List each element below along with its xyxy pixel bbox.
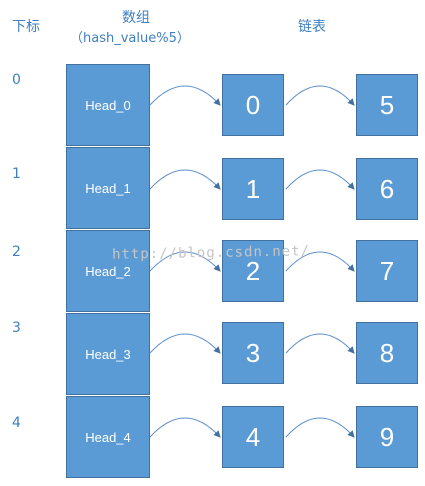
bucket-head-2: Head_2: [66, 230, 150, 312]
arrow-head-to-node-3: [149, 333, 221, 354]
arrow-head-to-node-1: [149, 169, 221, 190]
row-index-4: 4: [12, 415, 21, 431]
list-title: 链表: [298, 19, 326, 35]
array-title: 数组: [122, 10, 150, 26]
list-node-4-second: 9: [356, 406, 418, 468]
list-node-1-first: 1: [222, 158, 284, 220]
arrow-node-to-node-0: [285, 85, 355, 106]
arrow-head-to-node-2: [149, 251, 221, 272]
row-index-2: 2: [12, 244, 21, 260]
array-subtitle: （hash_value%5）: [70, 31, 190, 46]
row-index-3: 3: [12, 320, 21, 336]
arrow-node-to-node-4: [285, 417, 355, 438]
arrow-node-to-node-1: [285, 169, 355, 190]
row-index-0: 0: [12, 72, 21, 88]
arrow-head-to-node-0: [149, 85, 221, 106]
arrow-head-to-node-4: [149, 417, 221, 438]
row-index-1: 1: [12, 166, 21, 182]
bucket-head-3: Head_3: [66, 313, 150, 395]
bucket-head-1: Head_1: [66, 147, 150, 229]
bucket-head-4: Head_4: [66, 396, 150, 478]
list-node-3-second: 8: [356, 322, 418, 384]
arrow-node-to-node-2: [285, 251, 355, 272]
bucket-head-0: Head_0: [66, 64, 150, 146]
list-node-2-first: 2: [222, 240, 284, 302]
list-node-0-second: 5: [356, 74, 418, 136]
list-node-0-first: 0: [222, 74, 284, 136]
list-node-3-first: 3: [222, 322, 284, 384]
index-header: 下标: [12, 19, 40, 35]
list-node-2-second: 7: [356, 240, 418, 302]
list-node-1-second: 6: [356, 158, 418, 220]
arrow-node-to-node-3: [285, 333, 355, 354]
list-node-4-first: 4: [222, 406, 284, 468]
